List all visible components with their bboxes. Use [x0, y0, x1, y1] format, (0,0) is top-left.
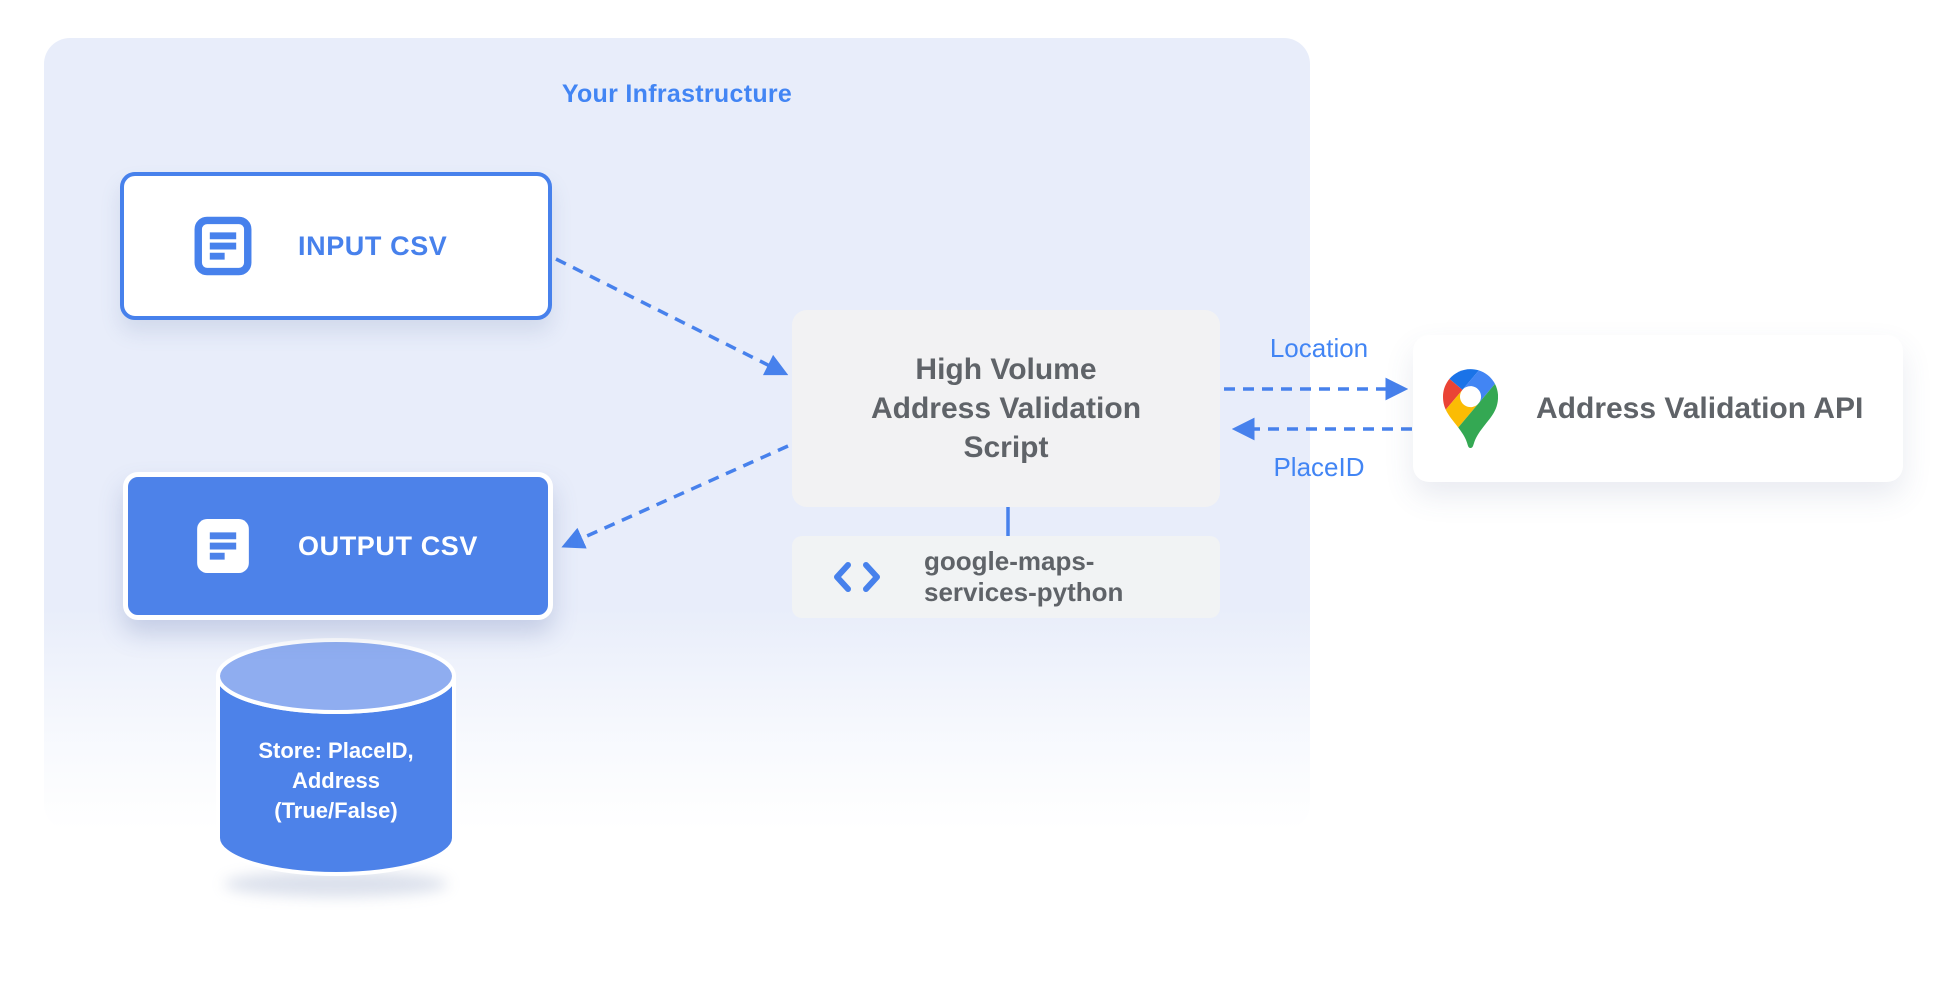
- script-line-3: Script: [963, 431, 1049, 464]
- arrow-input-to-script: [555, 257, 789, 376]
- google-maps-pin-icon: [1443, 369, 1498, 448]
- infrastructure-panel-title: Your Infrastructure: [561, 80, 793, 108]
- api-label: Address Validation API: [1536, 391, 1864, 425]
- output-csv-node: OUTPUT CSV: [123, 472, 553, 620]
- validation-script-label: High Volume Address Validation Script: [871, 350, 1141, 467]
- cylinder-shadow: [224, 871, 448, 897]
- library-line-2: services-python: [924, 577, 1124, 607]
- datastore-label: Store: PlaceID, Address (True/False): [226, 736, 446, 826]
- library-label: google-maps- services-python: [924, 546, 1123, 608]
- datastore-line-1: Store: PlaceID,: [258, 738, 414, 763]
- input-csv-label: INPUT CSV: [298, 230, 448, 261]
- document-icon: [197, 519, 249, 573]
- datastore-line-3: (True/False): [274, 798, 398, 823]
- arrow-script-to-output: [561, 444, 789, 549]
- datastore-line-2: Address: [291, 768, 381, 793]
- datastore-cylinder: [216, 638, 456, 897]
- placeid-flow-label: PlaceID: [1273, 452, 1365, 482]
- document-icon: [194, 216, 252, 276]
- output-csv-label: OUTPUT CSV: [298, 530, 479, 561]
- location-flow-label: Location: [1269, 333, 1369, 363]
- address-validation-api-node: Address Validation API: [1413, 335, 1903, 482]
- script-line-2: Address Validation: [870, 392, 1142, 425]
- cylinder-top: [216, 638, 456, 714]
- script-line-1: High Volume: [915, 353, 1097, 386]
- code-icon: [834, 562, 880, 592]
- library-line-1: google-maps-: [924, 546, 1095, 576]
- library-node: google-maps- services-python: [792, 536, 1220, 618]
- flow-arrows: [555, 257, 1412, 549]
- validation-script-node: High Volume Address Validation Script: [792, 310, 1220, 507]
- input-csv-node: INPUT CSV: [120, 172, 552, 320]
